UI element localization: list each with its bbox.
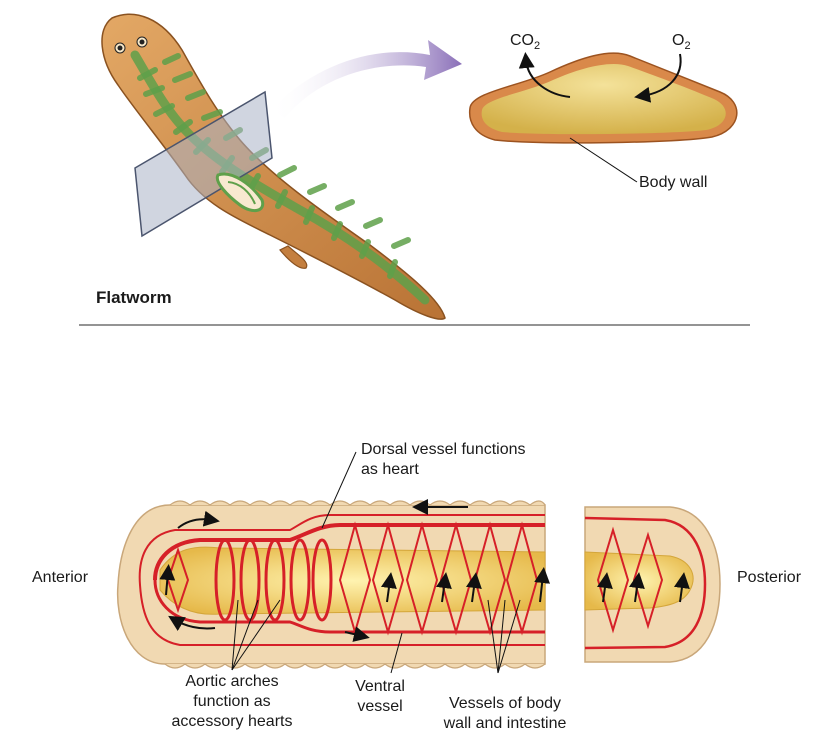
flatworm-title: Flatworm [96, 288, 172, 307]
flatworm-pharynx [215, 172, 265, 213]
earthworm-illustration [116, 451, 721, 674]
ventral-vessel-label: Ventral vessel [355, 678, 405, 715]
body-wall-leader [569, 137, 638, 183]
flatworm-illustration [101, 13, 446, 320]
o2-in-arrow [634, 53, 682, 103]
flatworm-gut [130, 50, 430, 305]
o2-label: O2 [672, 32, 691, 52]
o2-base: O [672, 32, 685, 49]
posterior-label: Posterior [737, 569, 802, 586]
co2-label: CO2 [510, 32, 540, 52]
flow-arrows [159, 499, 690, 642]
vessels-body-wall-label: Vessels of body wall and intestine [443, 695, 567, 732]
leader-lines [231, 451, 521, 674]
section-interior [481, 63, 726, 135]
dorsal-vessel [153, 523, 545, 581]
aortic-arches-label: Aortic arches function as accessory hear… [171, 673, 293, 730]
zoom-arrow [270, 40, 462, 118]
aortic-arches [214, 538, 333, 622]
inner-vessel-outline [138, 514, 545, 646]
anterior-label: Anterior [32, 569, 89, 586]
co2-sub: 2 [534, 40, 541, 53]
dorsal-vessel-label: Dorsal vessel functions as heart [361, 441, 526, 478]
section-plane [134, 90, 273, 238]
o2-sub: 2 [684, 40, 691, 53]
co2-base: CO [510, 32, 534, 49]
body-wall-label: Body wall [639, 174, 708, 191]
flatworm-tail-flap [279, 245, 308, 269]
body-cross-section [468, 52, 738, 144]
ventral-vessel [153, 579, 545, 634]
posterior-vessel-outline [584, 516, 707, 650]
co2-out-arrow [518, 52, 571, 98]
